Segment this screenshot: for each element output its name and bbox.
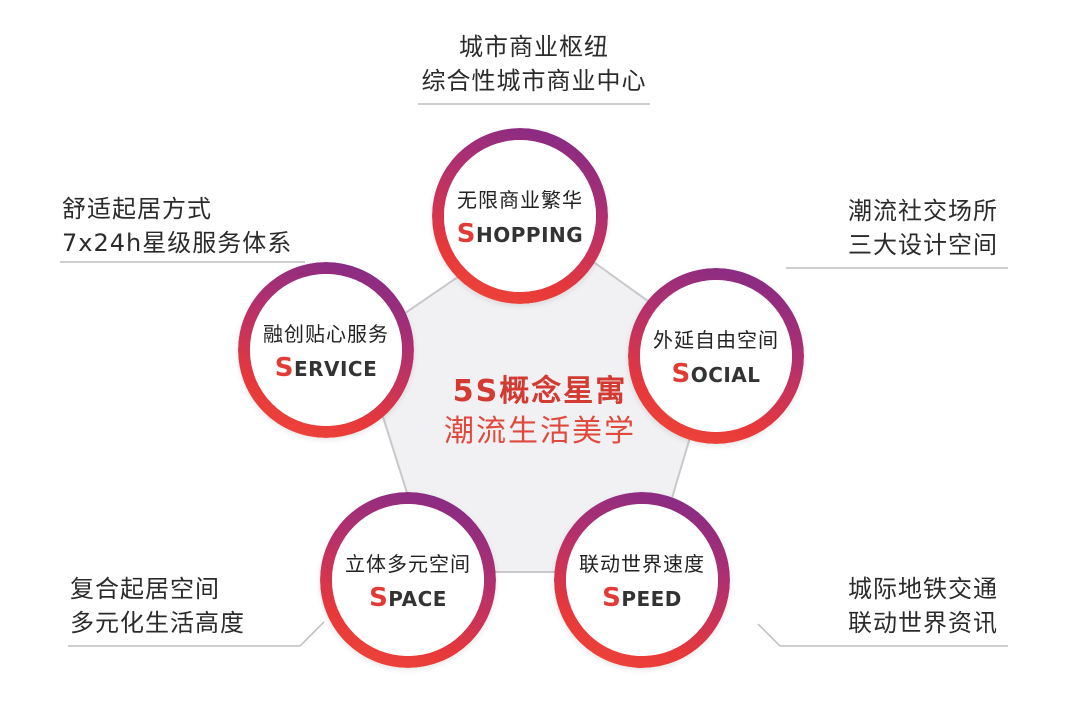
circle-space-en-initial: S — [369, 582, 389, 613]
circle-space-en-rest: PACE — [388, 586, 447, 611]
circle-social-en: SOCIAL — [671, 359, 760, 389]
circle-social-en-initial: S — [671, 358, 691, 389]
circle-space-en: SPACE — [369, 583, 447, 613]
circle-service-en: SERVICE — [275, 353, 378, 383]
leader-line-left-bottom-diag — [299, 621, 325, 647]
annotation-top-line1: 城市商业枢纽 — [459, 33, 609, 61]
circle-speed: 联动世界速度 SPEED — [554, 492, 730, 668]
circle-shopping-en-rest: HOPPING — [476, 222, 584, 247]
annotation-left-bottom: 复合起居空间 多元化生活高度 — [70, 572, 245, 640]
circle-service-cn: 融创贴心服务 — [263, 321, 389, 346]
annotation-left-bottom-line2: 多元化生活高度 — [70, 609, 245, 637]
circle-social-en-rest: OCIAL — [690, 362, 761, 387]
circle-service: 融创贴心服务 SERVICE — [238, 262, 414, 438]
annotation-top-line2: 综合性城市商业中心 — [421, 67, 647, 95]
circle-service-en-rest: ERVICE — [293, 356, 378, 381]
annotation-right-top-line2: 三大设计空间 — [848, 231, 998, 259]
circle-speed-en-initial: S — [602, 582, 622, 613]
annotation-left-top-line1: 舒适起居方式 — [62, 195, 212, 223]
circle-shopping-cn: 无限商业繁华 — [457, 187, 583, 212]
annotation-left-bottom-line1: 复合起居空间 — [70, 575, 220, 603]
circle-speed-en-rest: PEED — [621, 586, 682, 611]
circle-shopping-en-initial: S — [456, 218, 477, 249]
annotation-right-bottom-line1: 城际地铁交通 — [848, 575, 998, 603]
annotation-left-top: 舒适起居方式 7x24h星级服务体系 — [62, 192, 292, 260]
circle-speed-cn: 联动世界速度 — [579, 551, 705, 576]
circle-social-cn: 外延自由空间 — [653, 327, 779, 352]
annotation-right-top-line1: 潮流社交场所 — [848, 197, 998, 225]
annotation-right-bottom: 城际地铁交通 联动世界资讯 — [848, 572, 998, 640]
circle-speed-en: SPEED — [602, 583, 682, 613]
circle-space-cn: 立体多元空间 — [345, 551, 471, 576]
leader-line-right-bottom-diag — [757, 623, 781, 647]
circle-shopping: 无限商业繁华 SHOPPING — [432, 128, 608, 304]
circle-social: 外延自由空间 SOCIAL — [628, 268, 804, 444]
center-subtitle: 潮流生活美学 — [444, 414, 636, 449]
circle-shopping-en: SHOPPING — [457, 219, 583, 249]
annotation-top: 城市商业枢纽 综合性城市商业中心 — [418, 30, 650, 98]
annotation-right-top: 潮流社交场所 三大设计空间 — [848, 194, 998, 262]
annotation-left-top-line2: 7x24h星级服务体系 — [62, 229, 293, 257]
circle-service-en-initial: S — [274, 352, 294, 383]
annotation-right-bottom-line2: 联动世界资讯 — [848, 609, 998, 637]
center-title: 5S概念星寓 — [452, 374, 628, 409]
center-label: 5S概念星寓 潮流生活美学 — [400, 372, 680, 452]
circle-space: 立体多元空间 SPACE — [320, 492, 496, 668]
